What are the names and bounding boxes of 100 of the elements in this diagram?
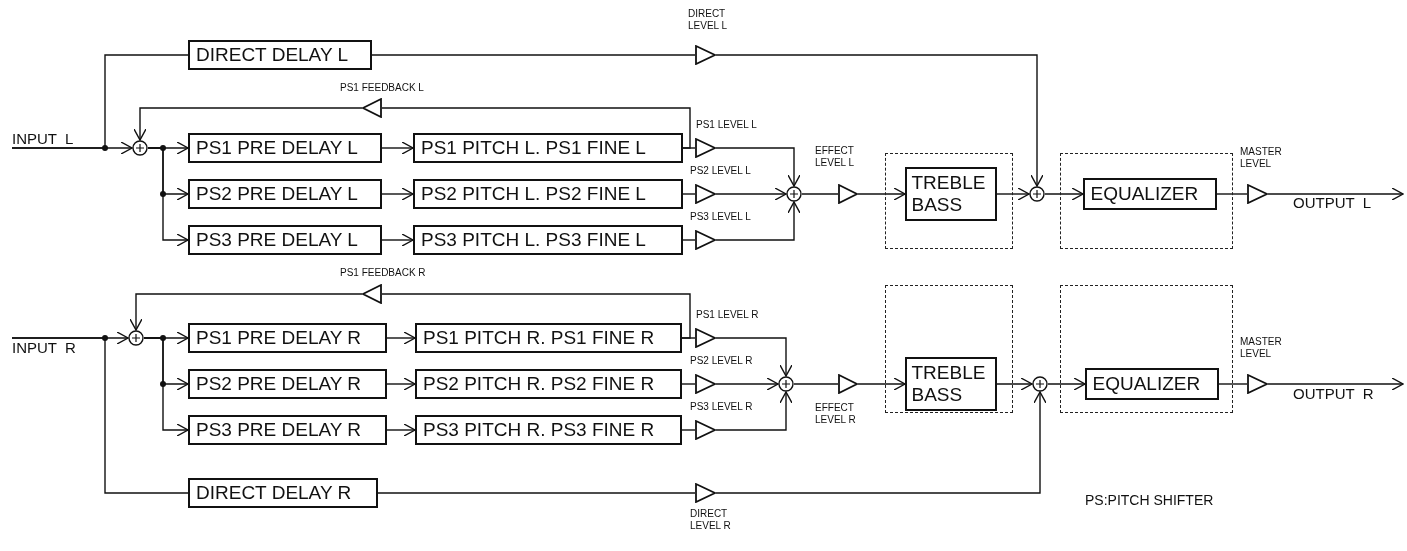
arrow: [1267, 377, 1404, 391]
arrow: [715, 391, 1047, 494]
gain-label: EFFECT LEVEL L: [815, 145, 856, 169]
amplifier-triangle: [695, 184, 716, 204]
summing-junction: [1029, 186, 1045, 202]
signal-label: OUTPUT R: [1293, 386, 1405, 404]
process-box: PS3 PITCH L. PS3 FINE L: [413, 225, 683, 255]
amplifier-triangle: [695, 420, 716, 440]
amplifier-triangle: [1247, 374, 1268, 394]
signal-label: OUTPUT L: [1293, 195, 1405, 213]
arrow: [1267, 187, 1404, 201]
signal-label: INPUT L: [12, 131, 87, 147]
gain-label: PS1 LEVEL R: [696, 309, 760, 321]
arrow: [715, 54, 1044, 187]
process-box: TREBLE BASS: [904, 356, 997, 411]
signal-line: [681, 429, 696, 431]
amplifier-triangle: [695, 45, 716, 65]
arrow: [715, 391, 793, 431]
arrow: [386, 423, 416, 437]
process-box: EQUALIZER: [1084, 367, 1219, 400]
gain-label: PS1 LEVEL L: [696, 119, 758, 131]
signal-line: [682, 193, 696, 195]
signal-line: [682, 239, 696, 241]
dashed-frame: [1060, 285, 1233, 413]
summing-junction: [786, 186, 802, 202]
dashed-frame: [1060, 153, 1233, 249]
arrow: [857, 187, 906, 201]
gain-label: PS1 FEEDBACK R: [340, 267, 427, 279]
dashed-frame: [885, 153, 1013, 249]
signal-line: [371, 54, 696, 56]
signal-line: [377, 492, 696, 494]
summing-junction: [128, 330, 144, 346]
signal-line: [381, 293, 691, 339]
arrow: [715, 187, 787, 201]
process-box: PS2 PITCH R. PS2 FINE R: [415, 369, 682, 399]
amplifier-triangle: [362, 284, 382, 304]
signal-line: [681, 383, 696, 385]
signal-line: [793, 383, 839, 385]
arrow: [381, 233, 414, 247]
amplifier-triangle: [1247, 184, 1268, 204]
amplifier-triangle: [695, 483, 716, 503]
process-box: PS1 PRE DELAY L: [188, 133, 382, 163]
process-box: EQUALIZER: [1082, 177, 1217, 210]
arrow: [386, 331, 416, 345]
gain-label: PS2 LEVEL L: [690, 165, 752, 177]
amplifier-triangle: [362, 98, 382, 118]
signal-line: [801, 193, 839, 195]
amplifier-triangle: [695, 374, 716, 394]
gain-label: MASTER LEVEL: [1240, 336, 1283, 360]
process-box: PS1 PRE DELAY R: [188, 323, 387, 353]
process-box: PS3 PRE DELAY L: [188, 225, 382, 255]
gain-label: DIRECT LEVEL L: [688, 8, 729, 32]
amplifier-triangle: [695, 138, 716, 158]
process-box: PS3 PRE DELAY R: [188, 415, 387, 445]
gain-label: PS3 LEVEL L: [690, 211, 752, 223]
arrow: [996, 187, 1030, 201]
summing-junction: [132, 140, 148, 156]
gain-label: PS1 FEEDBACK L: [340, 82, 425, 94]
gain-label: EFFECT LEVEL R: [815, 402, 857, 426]
process-box: PS3 PITCH R. PS3 FINE R: [415, 415, 682, 445]
summing-junction: [778, 376, 794, 392]
arrow: [715, 147, 801, 187]
arrow: [11, 331, 129, 345]
arrow: [996, 377, 1033, 391]
gain-label: DIRECT LEVEL R: [690, 508, 732, 532]
process-box: DIRECT DELAY L: [188, 40, 372, 70]
process-box: PS1 PITCH R. PS1 FINE R: [415, 323, 682, 353]
gain-label: PS3 LEVEL R: [690, 401, 754, 413]
signal-line: [681, 337, 696, 339]
arrow: [715, 337, 793, 377]
gain-label: MASTER LEVEL: [1240, 146, 1283, 170]
signal-line: [381, 107, 691, 149]
arrow: [1044, 187, 1084, 201]
arrow: [715, 201, 801, 241]
summing-junction: [1032, 376, 1048, 392]
arrow: [386, 377, 416, 391]
process-box: PS2 PITCH L. PS2 FINE L: [413, 179, 683, 209]
arrow: [129, 293, 363, 331]
arrow: [11, 141, 133, 155]
amplifier-triangle: [695, 230, 716, 250]
arrow: [857, 377, 906, 391]
arrow: [133, 107, 363, 141]
signal-line: [1216, 193, 1248, 195]
note-text: PS:PITCH SHIFTER: [1085, 492, 1215, 508]
gain-label: PS2 LEVEL R: [690, 355, 754, 367]
amplifier-triangle: [838, 374, 858, 394]
dashed-frame: [885, 285, 1013, 413]
arrow: [143, 337, 189, 437]
process-box: PS2 PRE DELAY L: [188, 179, 382, 209]
process-box: PS1 PITCH L. PS1 FINE L: [413, 133, 683, 163]
arrow: [147, 147, 189, 247]
signal-line: [682, 147, 696, 149]
arrow: [381, 187, 414, 201]
amplifier-triangle: [695, 328, 716, 348]
arrow: [715, 377, 779, 391]
signal-line: [1218, 383, 1248, 385]
process-box: DIRECT DELAY R: [188, 478, 378, 508]
arrow: [381, 141, 414, 155]
process-box: TREBLE BASS: [904, 166, 997, 221]
process-box: PS2 PRE DELAY R: [188, 369, 387, 399]
